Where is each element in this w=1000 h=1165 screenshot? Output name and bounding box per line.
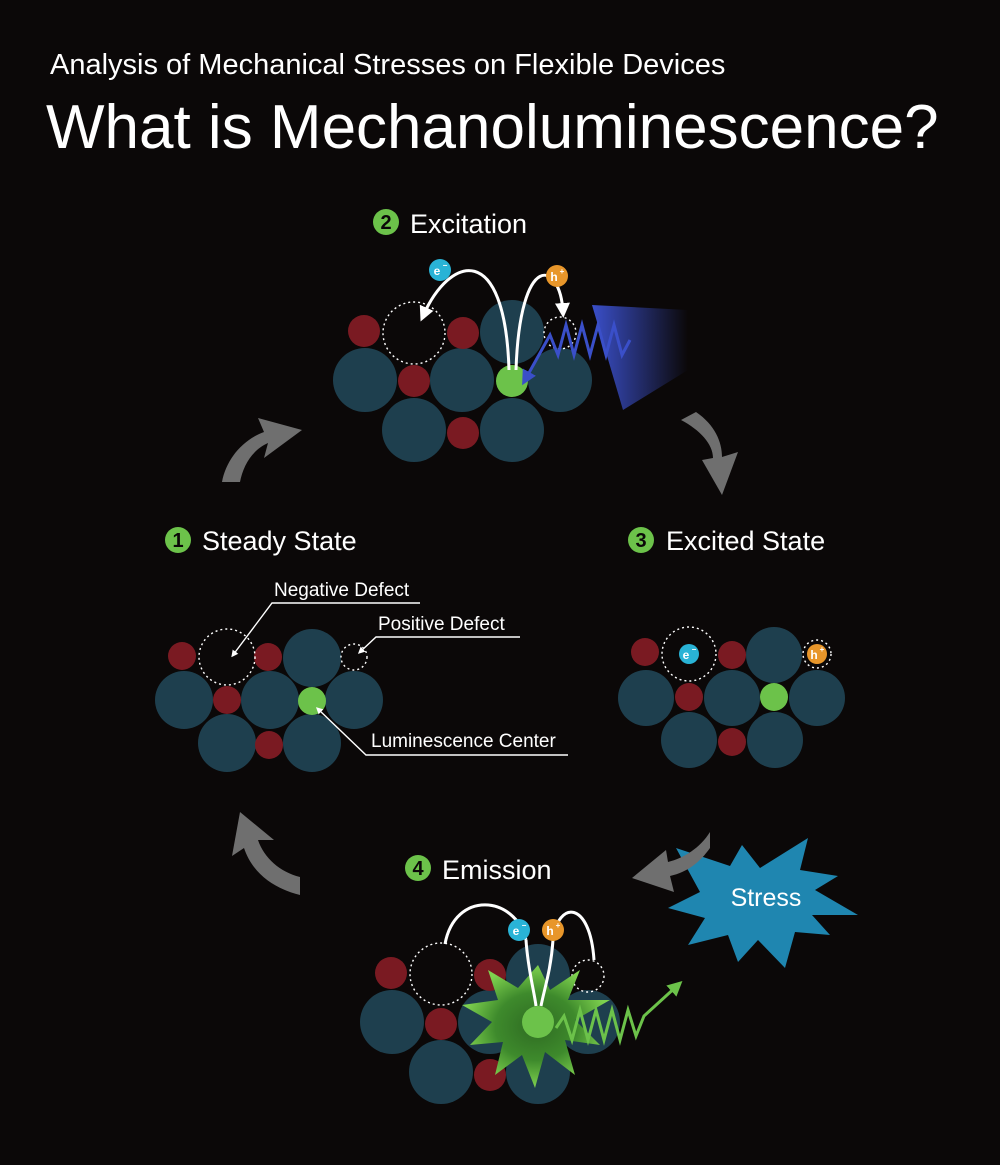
hole-icon: h + [546,265,568,287]
positive-defect-site [340,643,368,671]
step-3-label: Excited State [666,526,825,556]
svg-text:e: e [434,264,441,278]
stress-burst-icon [668,838,858,968]
emission-photon-icon [554,980,683,1046]
trapped-hole-icon: h + [807,644,827,664]
luminescence-center [298,687,326,715]
step-2-heading: 2 Excitation [373,209,527,239]
positive-defect-leader [357,636,520,654]
hole-return-tail [539,939,555,1007]
svg-text:+: + [820,645,825,654]
luminescence-center [496,365,528,397]
excited-state-lattice [618,626,845,768]
negative-defect-leader [231,602,420,658]
step-1-label: Steady State [202,526,357,556]
negative-defect-site [382,301,446,365]
step-3-number: 3 [635,530,646,552]
svg-text:−: − [443,261,448,270]
electron-jump-arrow [419,269,511,371]
step-1-badge [165,527,191,553]
hole-icon: h + [542,919,564,941]
step-2-badge [373,209,399,235]
negative-defect-callout: Negative Defect [274,580,410,601]
step-3-badge [628,527,654,553]
step-4-heading: 4 Emission [405,855,552,885]
page-title: What is Mechanoluminescence? [46,93,939,162]
electron-icon: e − [508,919,530,941]
negative-defect-site [198,628,256,686]
electron-return-tail [524,939,538,1007]
cycle-arrow-icon [232,812,300,895]
step-4-badge [405,855,431,881]
positive-defect-callout: Positive Defect [378,614,505,635]
svg-text:+: + [556,921,561,930]
positive-defect-site [543,316,577,350]
excitation-photon-icon [522,319,632,386]
svg-text:e: e [513,924,520,938]
cycle-arrow-icon [681,412,738,495]
svg-text:h: h [550,270,557,284]
negative-defect-site [409,942,473,1006]
step-1-number: 1 [172,530,183,552]
svg-text:h: h [546,924,553,938]
step-2-number: 2 [380,212,391,234]
trapped-electron-icon: e − [679,644,699,664]
positive-defect-site [571,959,605,993]
subtitle: Analysis of Mechanical Stresses on Flexi… [50,49,725,81]
emission-lattice [360,942,620,1104]
step-1-heading: 1 Steady State [165,526,357,556]
step-4-label: Emission [442,855,552,885]
luminescence-center-callout: Luminescence Center [371,731,556,752]
svg-text:−: − [692,645,697,654]
cycle-arrow-icon [632,832,710,892]
step-4-number: 4 [412,858,424,880]
svg-text:+: + [560,267,565,276]
cycle-arrow-icon [222,418,302,482]
luminescence-center-leader [315,707,568,756]
positive-defect-site [802,639,832,669]
excitation-lattice [333,300,592,462]
steady-state-lattice [155,628,383,772]
hole-jump-arrow [514,273,570,371]
step-2-label: Excitation [410,209,527,239]
electron-icon: e − [429,259,451,281]
negative-defect-site [661,626,717,682]
svg-text:h: h [810,648,817,662]
svg-text:−: − [522,921,527,930]
stress-label: Stress [731,884,802,912]
luminescence-center [522,1006,554,1038]
step-3-heading: 3 Excited State [628,526,825,556]
luminescence-center [760,683,788,711]
svg-text:e: e [683,648,690,662]
